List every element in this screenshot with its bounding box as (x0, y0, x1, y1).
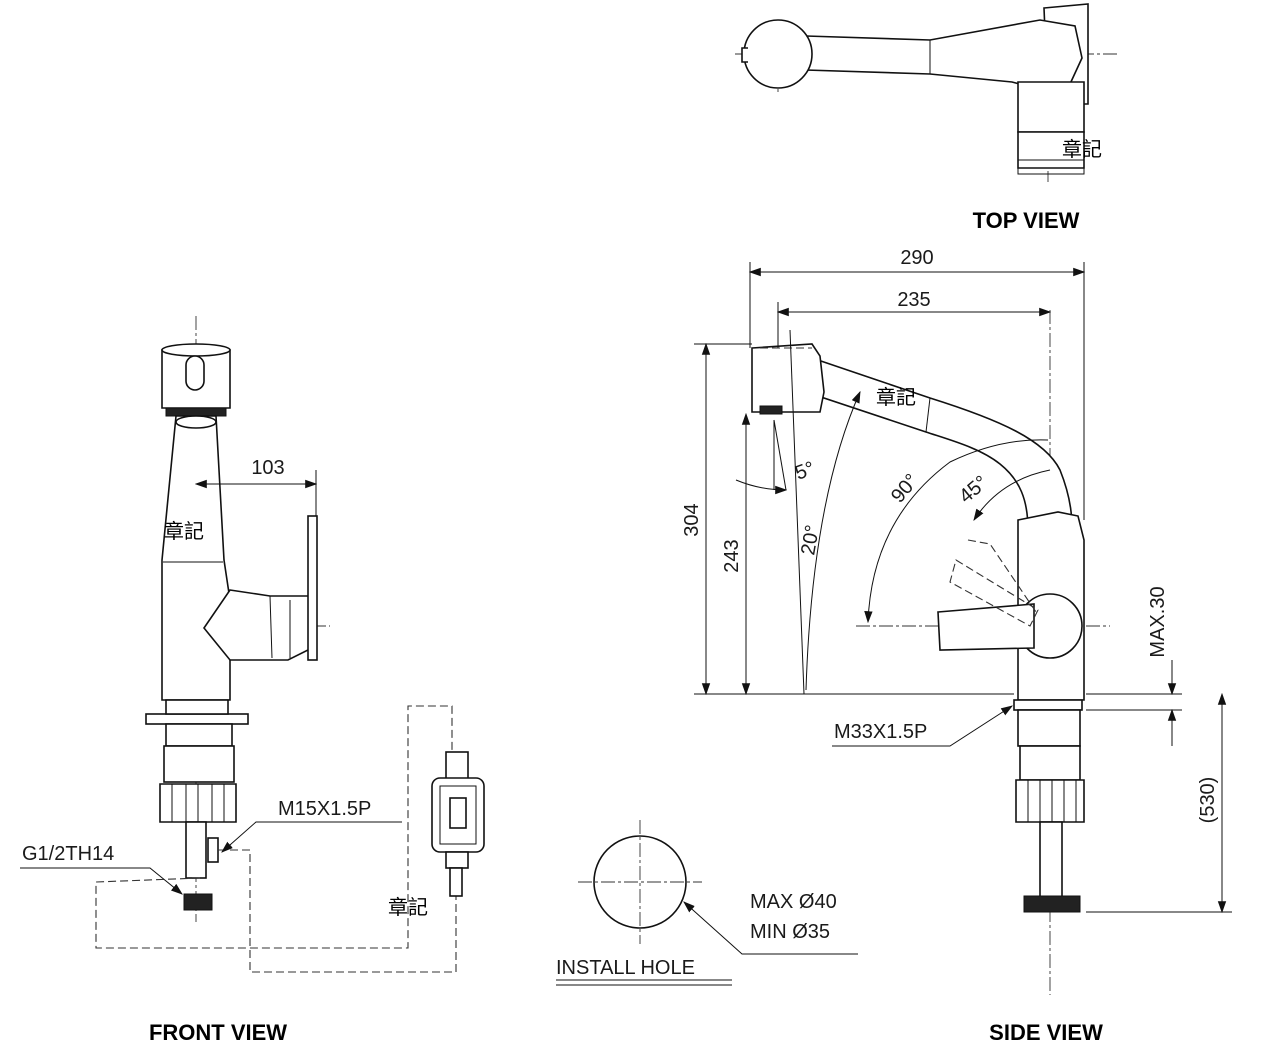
angle-90: 90° (887, 470, 923, 507)
dim-235: 235 (897, 289, 930, 311)
front-view-title: FRONT VIEW (149, 1020, 287, 1045)
stamp-side: 章記 (876, 385, 916, 409)
side-view (751, 310, 1110, 995)
stamp-front: 章記 (164, 519, 204, 543)
angle-20: 20° (797, 523, 824, 557)
hole-max: MAX Ø40 (750, 891, 837, 913)
dim-290: 290 (900, 247, 933, 269)
angle-45: 45° (955, 472, 992, 508)
dim-103: 103 (251, 457, 284, 479)
dim-243: 243 (721, 539, 743, 572)
thread-m15: M15X1.5P (278, 798, 371, 820)
dim-304: 304 (681, 503, 703, 536)
top-view-title: TOP VIEW (973, 208, 1080, 233)
stamp-hose: 章記 (388, 895, 428, 919)
front-view (95, 316, 485, 973)
top-view (735, 3, 1120, 182)
dim-530: (530) (1197, 777, 1219, 824)
thread-m33: M33X1.5P (834, 721, 927, 743)
stamp-top: 章記 (1062, 137, 1102, 161)
install-hole (556, 820, 858, 986)
hole-label: INSTALL HOLE (556, 957, 695, 979)
thread-g12: G1/2TH14 (22, 843, 114, 865)
dim-max30: MAX.30 (1147, 586, 1169, 657)
hole-min: MIN Ø35 (750, 921, 830, 943)
side-view-title: SIDE VIEW (989, 1020, 1103, 1045)
